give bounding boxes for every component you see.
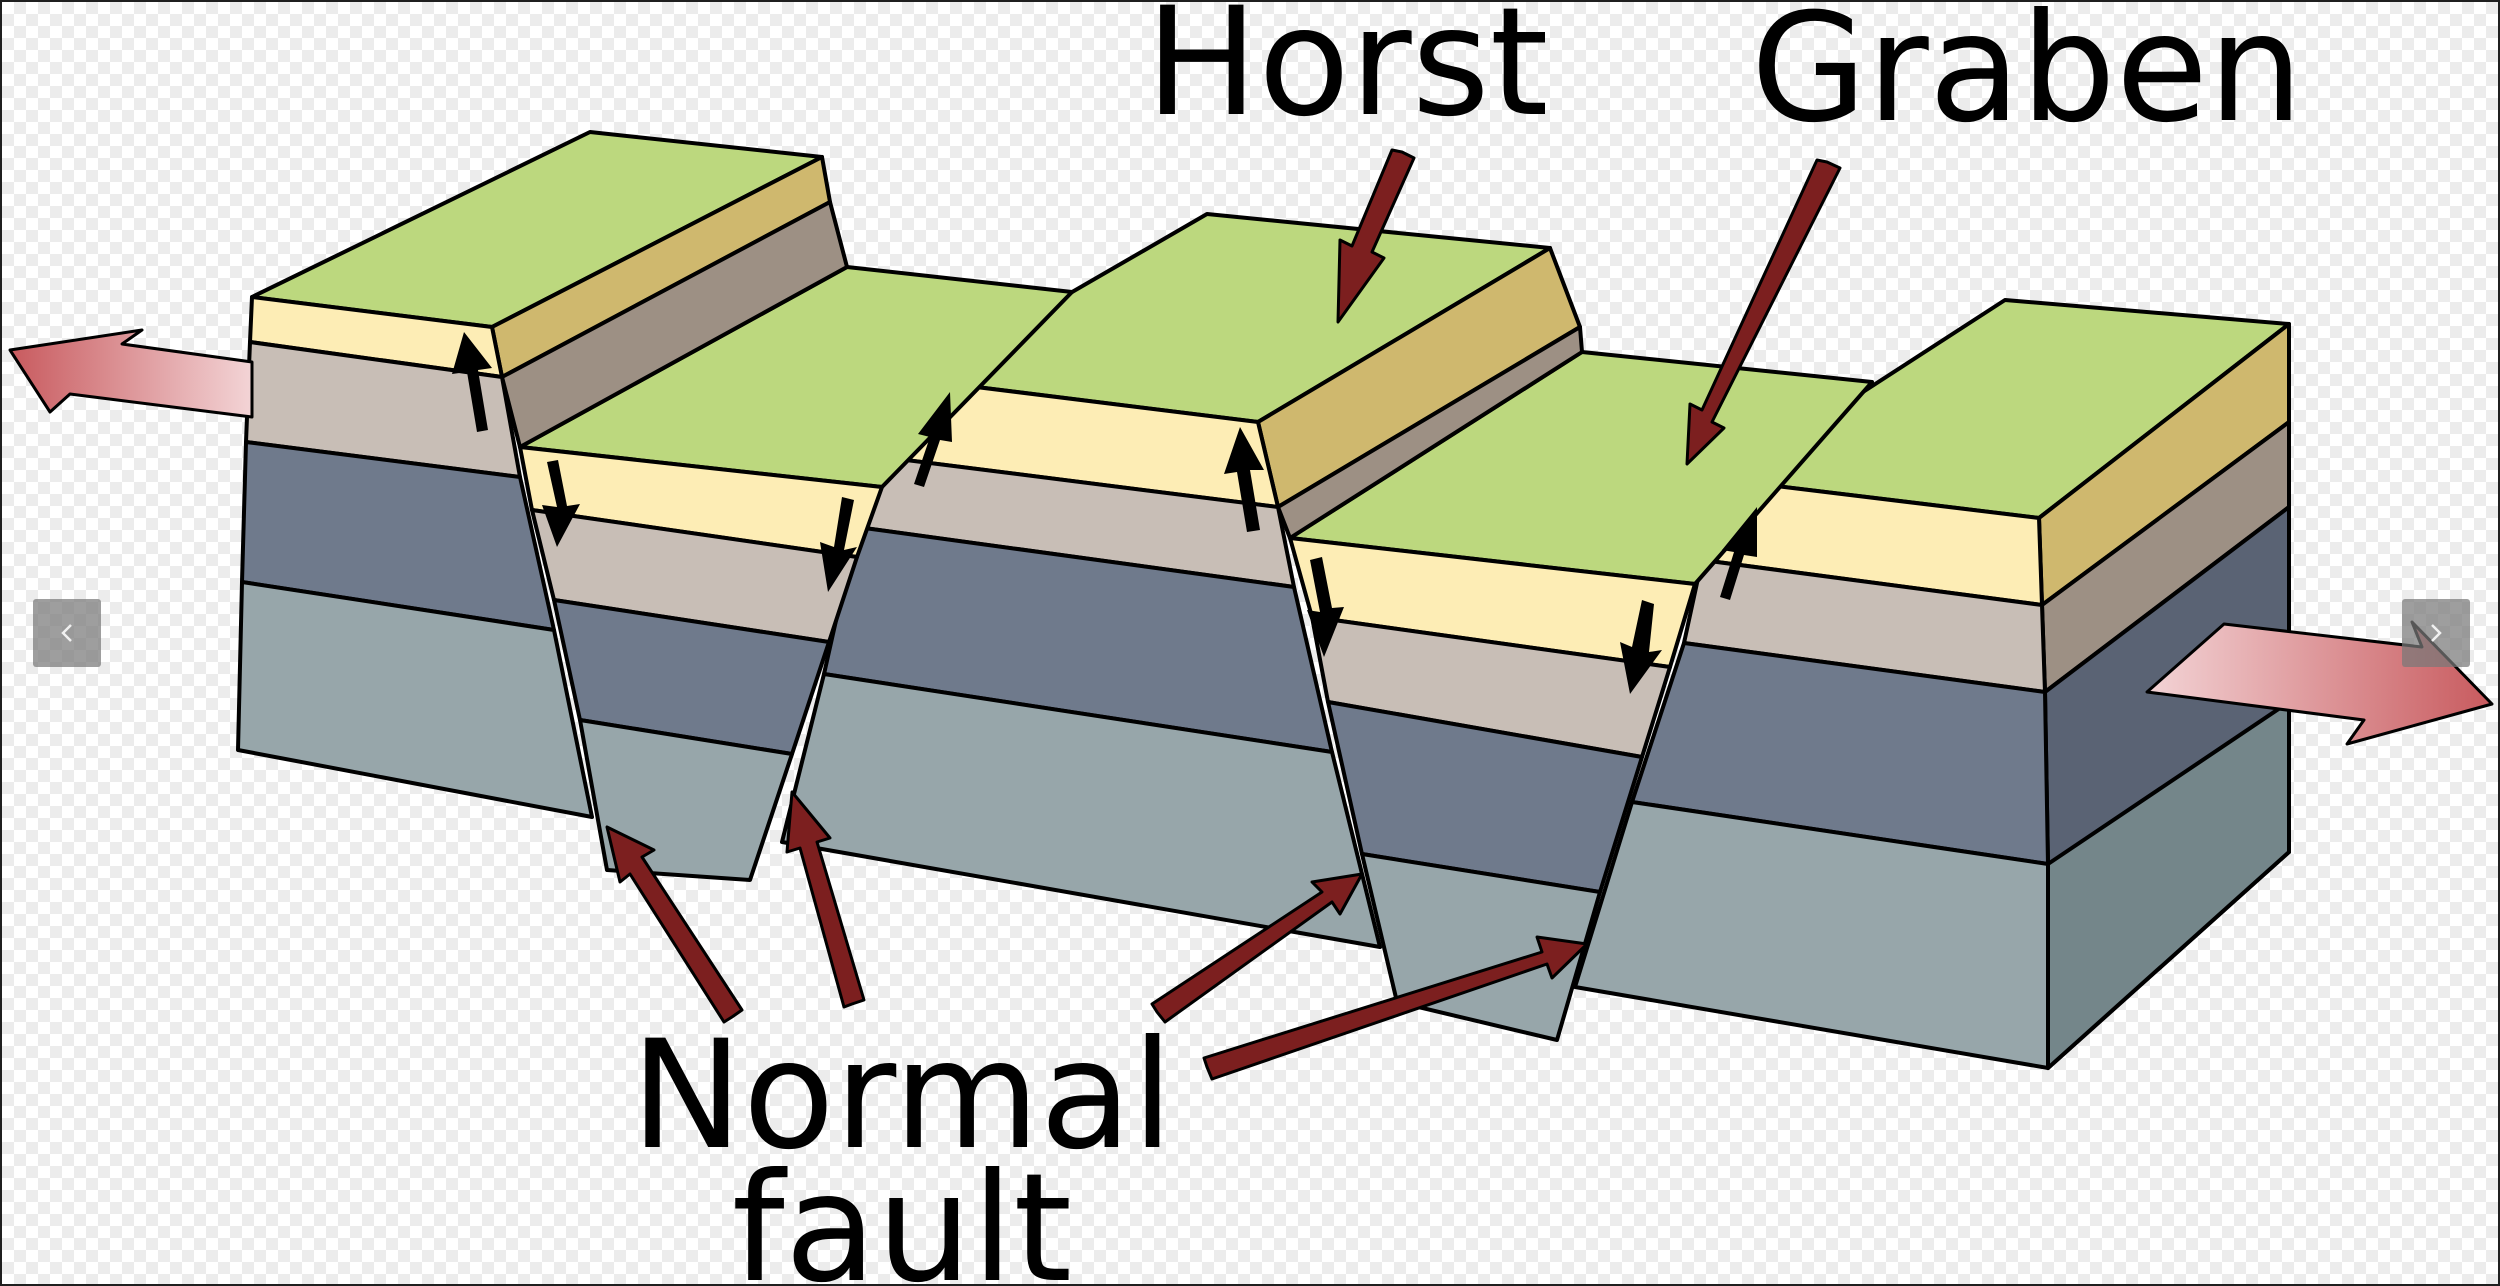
normal-fault-arrow-4 bbox=[1202, 935, 1589, 1081]
horst-arrow bbox=[1336, 148, 1416, 324]
block-center-horst bbox=[780, 212, 1584, 949]
next-image-button[interactable] bbox=[2402, 599, 2470, 667]
label-horst: Horst bbox=[1145, 2, 1548, 150]
displacement-arrows bbox=[452, 332, 1757, 694]
extension-arrow-left bbox=[8, 328, 254, 419]
label-normal-fault-line1: Normal bbox=[631, 1009, 1174, 1183]
block-left-graben bbox=[518, 265, 1074, 882]
chevron-left-icon bbox=[61, 624, 72, 642]
block-right-horst bbox=[1573, 298, 2291, 1070]
chevron-right-icon bbox=[2431, 624, 2442, 642]
normal-fault-arrow-1 bbox=[605, 825, 744, 1024]
previous-image-button[interactable] bbox=[33, 599, 101, 667]
label-graben: Graben bbox=[1751, 2, 2303, 156]
label-normal-fault-line2: fault bbox=[732, 1142, 1072, 1286]
graben-arrow bbox=[1685, 158, 1842, 466]
block-left-horst bbox=[236, 130, 849, 819]
normal-fault-arrow-2 bbox=[785, 790, 866, 1009]
normal-fault-arrow-3 bbox=[1150, 872, 1364, 1024]
label-arrows bbox=[605, 148, 1842, 1081]
